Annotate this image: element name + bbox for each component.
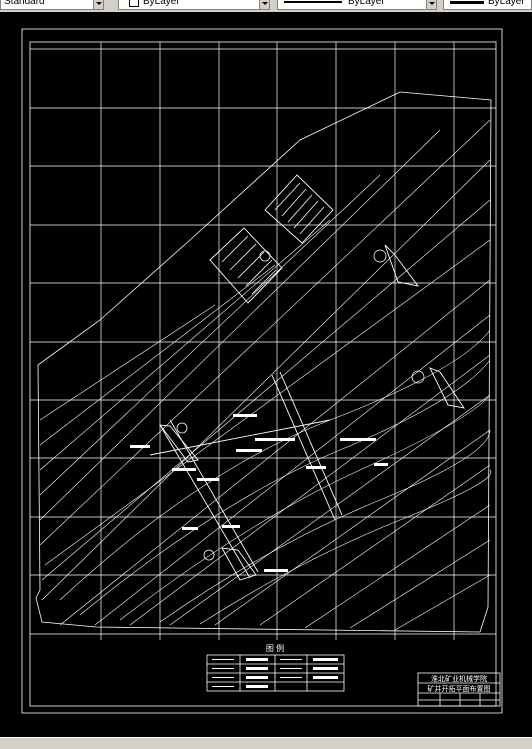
chevron-down-icon[interactable] <box>259 0 269 9</box>
color-value: ByLayer <box>143 0 180 7</box>
surface-building-1 <box>264 174 334 244</box>
title-block-drawing-name: 矿井开拓平面布置图 <box>428 684 491 693</box>
color-swatch-icon <box>129 0 139 7</box>
status-bar <box>0 737 532 749</box>
color-combo[interactable]: ByLayer <box>118 0 270 10</box>
lineweight-sample-icon <box>450 1 484 4</box>
chevron-down-icon[interactable] <box>93 0 103 9</box>
lineweight-value: ByLayer <box>488 0 525 7</box>
lineweight-combo[interactable]: ByLayer <box>443 0 532 10</box>
linetype-combo[interactable]: ByLayer <box>277 0 437 10</box>
title-block <box>417 672 501 707</box>
title-block-company: 淮北矿业机械学院 <box>431 674 487 683</box>
chevron-down-icon[interactable] <box>426 0 436 9</box>
text-style-combo[interactable]: Standard <box>0 0 104 10</box>
shaft-marker-3 <box>159 422 199 463</box>
surface-building-2 <box>209 227 283 304</box>
legend-table <box>206 654 345 692</box>
drawing-canvas[interactable]: 图 例 淮北矿业机械学院 矿井开拓平面布置图 <box>0 12 532 737</box>
shaft-marker-4 <box>203 547 257 581</box>
outer-frame <box>21 28 503 714</box>
main-roadway <box>149 371 343 579</box>
shaft-marker-1 <box>373 244 420 287</box>
cad-drawing: 图 例 淮北矿业机械学院 矿井开拓平面布置图 <box>21 28 503 714</box>
shaft-marker-2 <box>411 367 465 409</box>
mine-boundary <box>35 91 492 633</box>
coordinate-grid <box>30 42 496 640</box>
inner-frame <box>29 41 497 707</box>
properties-toolbar: Standard ByLayer ByLayer ByLayer <box>0 0 532 12</box>
contour-lines <box>39 119 492 631</box>
linetype-value: ByLayer <box>348 0 385 7</box>
shaft-marker-5 <box>259 250 271 262</box>
text-style-value: Standard <box>4 0 45 7</box>
annotations <box>130 414 388 572</box>
legend-title: 图 例 <box>266 643 284 653</box>
linetype-sample-icon <box>284 1 342 3</box>
